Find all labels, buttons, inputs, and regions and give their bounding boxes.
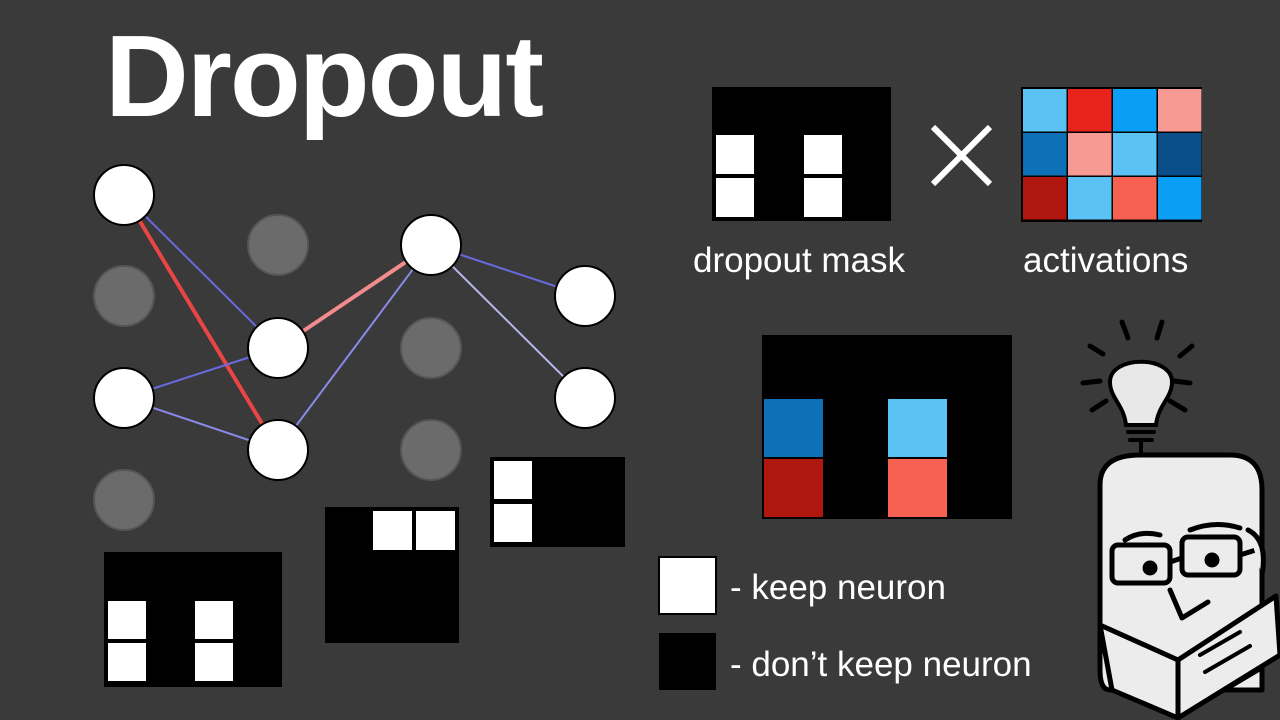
activations-label: activations: [1023, 241, 1189, 280]
network-connections: [122, 193, 586, 452]
activation-cell: [1068, 89, 1112, 132]
activation-cell: [1113, 133, 1157, 176]
dropout-mask-label: dropout mask: [693, 241, 906, 280]
legend-drop-label: - don’t keep neuron: [730, 645, 1032, 684]
neuron-active: [247, 317, 309, 379]
activation-cell: [1068, 133, 1112, 176]
neuron-dropped: [93, 469, 155, 531]
activation-cell: [1023, 177, 1067, 220]
activation-cell: [1158, 133, 1202, 176]
lightbulb-icon: [1080, 319, 1195, 472]
neuron-active: [247, 419, 309, 481]
layer1-mask: [104, 552, 282, 687]
neuron-active: [93, 367, 155, 429]
activation-cell: [1113, 89, 1157, 132]
neuron-dropped: [247, 214, 309, 276]
activation-cell: [1158, 89, 1202, 132]
neuron-active: [554, 367, 616, 429]
network-neurons: [93, 164, 616, 531]
connection: [430, 244, 586, 399]
neuron-dropped: [93, 265, 155, 327]
neuron-dropped: [400, 317, 462, 379]
activation-cell: [1023, 133, 1067, 176]
reader-mascot-icon: [1097, 452, 1280, 720]
legend-drop-swatch: [659, 633, 716, 690]
dropout-mask: [712, 87, 891, 221]
legend-keep-label: - keep neuron: [730, 568, 946, 607]
connection: [123, 194, 279, 349]
neuron-active: [93, 164, 155, 226]
layer3-mask: [490, 457, 625, 547]
neuron-active: [400, 214, 462, 276]
layer2-mask: [325, 507, 459, 643]
masked-result-grid: [762, 335, 1012, 519]
connection: [122, 193, 280, 452]
neuron-active: [554, 265, 616, 327]
activation-cell: [1023, 89, 1067, 132]
activation-cell: [1068, 177, 1112, 220]
neuron-dropped: [400, 419, 462, 481]
connection: [277, 244, 432, 451]
multiply-icon: [930, 124, 993, 187]
legend-keep-swatch: [658, 556, 717, 615]
page-title: Dropout: [105, 11, 544, 141]
activation-cell: [1113, 177, 1157, 220]
activations-grid: [1021, 87, 1202, 222]
activation-cell: [1158, 177, 1202, 220]
